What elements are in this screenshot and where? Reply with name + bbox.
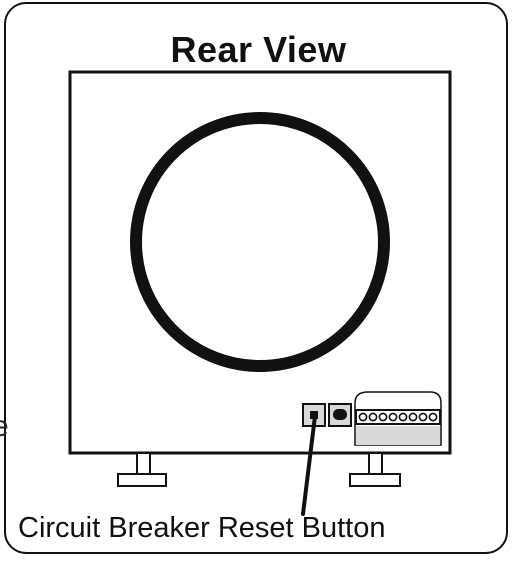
diagram-title: Rear View (170, 29, 347, 70)
callout-label: Circuit Breaker Reset Button (18, 512, 386, 544)
edge-text-fragment: e (0, 410, 9, 443)
right-foot (349, 452, 401, 487)
left-foot (117, 452, 167, 487)
terminal-strip-icon (354, 391, 442, 446)
speaker-driver-icon (130, 112, 390, 372)
callout-leader-line (301, 414, 317, 516)
power-socket-icon (328, 403, 352, 427)
